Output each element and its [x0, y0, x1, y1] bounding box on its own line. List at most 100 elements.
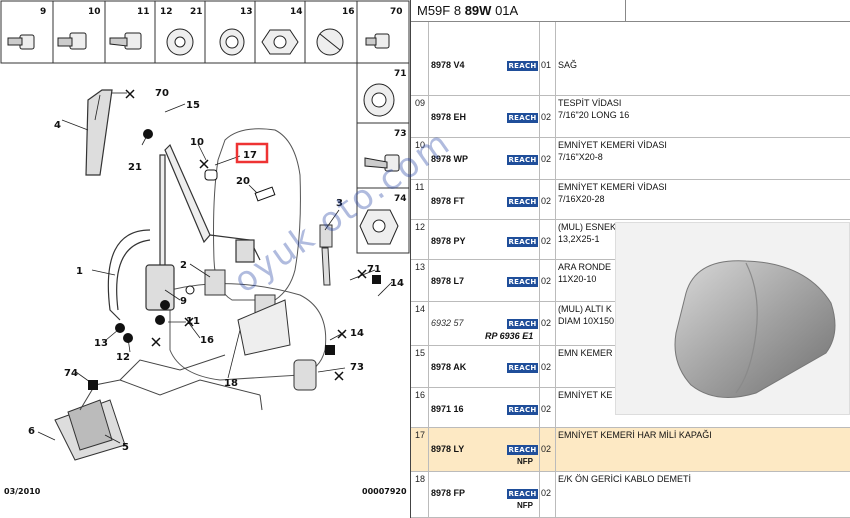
callout-70: 70	[155, 88, 169, 99]
reach-badge: REACH	[507, 363, 538, 373]
callout-14b: 14	[350, 328, 364, 339]
row-qty: 02	[541, 236, 552, 246]
row-description: TESPİT VİDASI	[558, 98, 622, 108]
row-subdescription: 7/16X20-28	[558, 194, 605, 204]
part-number[interactable]: 8978 LY	[431, 444, 465, 454]
reach-badge: REACH	[507, 445, 538, 455]
reach-badge: REACH	[507, 405, 538, 415]
callout-14a: 14	[390, 278, 404, 289]
reach-badge: REACH	[507, 155, 538, 165]
diagram-drawing: 9 10 11 12 21 13 14 16 70 71 73 74	[0, 0, 410, 461]
callout-6: 6	[28, 426, 35, 437]
belt-cover-image	[674, 260, 836, 398]
reach-badge: REACH	[507, 197, 538, 207]
row-subdescription: 7/16"X20-8	[558, 152, 603, 162]
row-index: 18	[415, 474, 426, 484]
top-label-13: 13	[240, 7, 253, 17]
callout-20: 20	[236, 176, 250, 187]
callout-9: 9	[180, 296, 187, 307]
part-number[interactable]: 6932 57	[431, 318, 464, 328]
part-number[interactable]: 8978 V4	[431, 60, 465, 70]
row-qty: 02	[541, 404, 552, 414]
reach-badge: REACH	[507, 489, 538, 499]
row-qty: 02	[541, 488, 552, 498]
reach-badge: REACH	[507, 319, 538, 329]
nfp-label: NFP	[517, 457, 533, 466]
reach-badge: REACH	[507, 113, 538, 123]
reach-badge: REACH	[507, 237, 538, 247]
row-qty: 02	[541, 362, 552, 372]
part-number[interactable]: 8978 WP	[431, 154, 469, 164]
part-number[interactable]: 8978 AK	[431, 362, 467, 372]
row-index: 10	[415, 140, 426, 150]
top-label-12: 12	[160, 7, 173, 17]
callout-10: 10	[190, 137, 204, 148]
row-index: 13	[415, 262, 426, 272]
reach-badge: REACH	[507, 61, 538, 71]
row-subdescription: DIAM 10X150	[558, 316, 615, 326]
callout-4: 4	[54, 120, 61, 131]
row-description: EMN KEMER	[558, 348, 613, 358]
row-index: 12	[415, 222, 426, 232]
top-label-14: 14	[290, 7, 303, 17]
callout-15: 15	[186, 100, 200, 111]
header-prefix: M59F 8	[417, 3, 462, 18]
row-description: EMNİYET KE	[558, 390, 613, 400]
row-description: EMNİYET KEMERİ HAR MİLİ KAPAĞI	[558, 430, 712, 440]
row-index: 16	[415, 390, 426, 400]
callout-73: 73	[350, 362, 364, 373]
callout-18: 18	[224, 378, 238, 389]
callout-16: 16	[200, 335, 214, 346]
row-subdescription: 7/16"20 LONG 16	[558, 110, 630, 120]
highlight-box	[235, 142, 269, 164]
row-subdescription: 11X20-10	[558, 274, 597, 284]
callout-71: 71	[367, 264, 381, 275]
side-label-73: 73	[394, 129, 407, 139]
row-description: SAĞ	[558, 60, 578, 70]
row-qty: 02	[541, 196, 552, 206]
row-index: 17	[415, 430, 426, 440]
row-description: EMNİYET KEMERİ VİDASI	[558, 182, 667, 192]
part-number[interactable]: 8978 FT	[431, 196, 465, 206]
row-qty: 02	[541, 112, 552, 122]
row-description: EMNİYET KEMERİ VİDASI	[558, 140, 667, 150]
part-number[interactable]: 8978 EH	[431, 112, 467, 122]
side-label-74: 74	[394, 194, 407, 204]
top-label-9: 9	[40, 7, 46, 17]
row-index: 11	[415, 182, 425, 192]
callout-13: 13	[94, 338, 108, 349]
nfp-label: NFP	[517, 501, 533, 510]
row-qty: 01	[541, 60, 552, 70]
row-index: 15	[415, 348, 426, 358]
top-label-21: 21	[190, 7, 203, 17]
callout-17[interactable]: 17	[243, 150, 257, 161]
callout-12: 12	[116, 352, 130, 363]
replacement-ref: RP 6936 E1	[485, 331, 534, 341]
part-number[interactable]: 8978 PY	[431, 236, 466, 246]
header-suffix: 01A	[495, 3, 519, 18]
row-qty: 02	[541, 154, 552, 164]
top-label-70: 70	[390, 7, 403, 17]
part-number[interactable]: 8978 FP	[431, 488, 466, 498]
callout-1: 1	[76, 266, 83, 277]
callout-74: 74	[64, 368, 78, 379]
row-description: (MUL) ALTI K	[558, 304, 612, 314]
callout-11: 11	[186, 316, 200, 327]
part-number[interactable]: 8978 L7	[431, 276, 465, 286]
table-header: M59F 8 89W 01A	[411, 0, 850, 22]
header-code: 89W	[464, 3, 492, 18]
row-subdescription: 13,2X25-1	[558, 234, 600, 244]
row-qty: 02	[541, 444, 552, 454]
row-description: E/K ÖN GERİCİ KABLO DEMETİ	[558, 474, 692, 484]
callout-2: 2	[180, 260, 187, 271]
row-qty: 02	[541, 276, 552, 286]
part-number[interactable]: 8971 16	[431, 404, 464, 414]
